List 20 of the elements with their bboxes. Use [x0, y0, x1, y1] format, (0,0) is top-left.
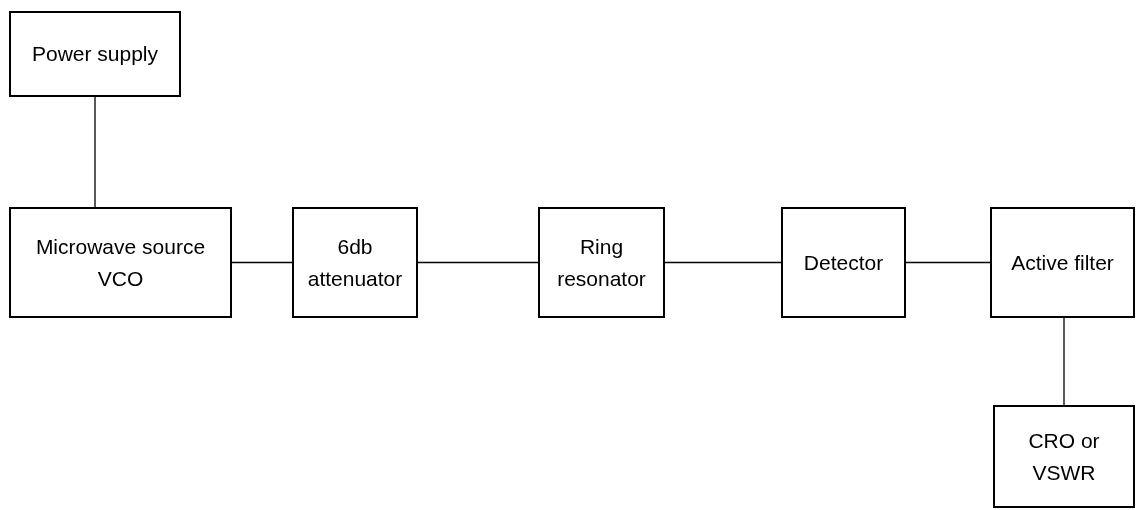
- block-label: Detector: [803, 249, 884, 276]
- connector-line: [231, 261, 293, 264]
- connector-line: [905, 261, 991, 264]
- block-box: [9, 207, 232, 318]
- connector-line: [94, 96, 96, 208]
- block-box: [993, 405, 1135, 508]
- connector-line: [1063, 317, 1065, 406]
- block-box: [292, 207, 418, 318]
- connector-line: [417, 261, 539, 264]
- block-box: [9, 11, 181, 97]
- block-label: CRO or VSWR: [1027, 427, 1101, 486]
- block-box: [781, 207, 906, 318]
- block-label: 6db attenuator: [306, 233, 404, 292]
- block-box: [990, 207, 1135, 318]
- block-box: [538, 207, 665, 318]
- block-label: Ring resonator: [556, 233, 647, 292]
- connector-line: [664, 261, 782, 264]
- block-label: Microwave source VCO: [34, 233, 207, 292]
- block-label: Active filter: [1011, 249, 1114, 276]
- block-label: Power supply: [31, 41, 159, 67]
